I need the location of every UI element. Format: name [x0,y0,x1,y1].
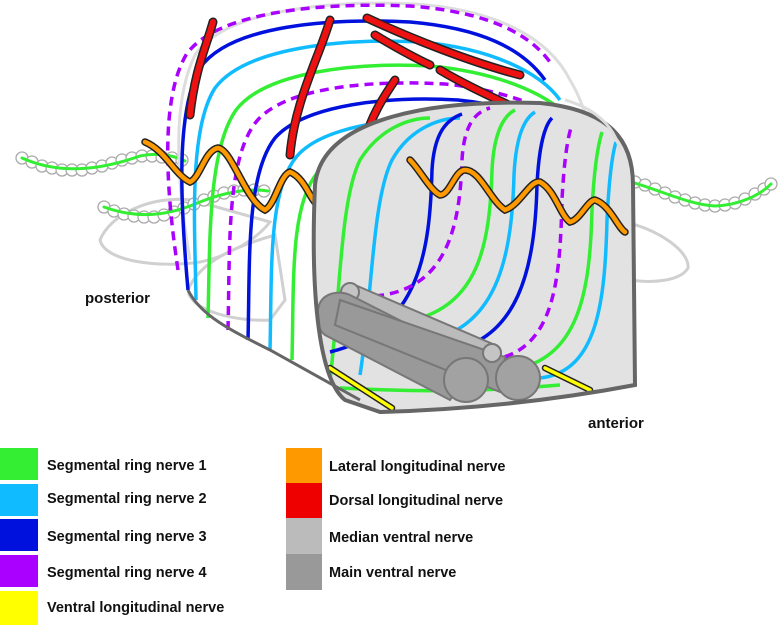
ring-nerve-4-mid [226,81,577,331]
legend-label: Segmental ring nerve 1 [47,458,207,474]
ring-nerve-4-inner-a [374,106,491,298]
body-wall-posterior-outline [177,1,592,261]
legend-swatch [0,555,38,587]
legend-label: Main ventral nerve [329,565,456,581]
ring-nerve-4-inner-b [489,124,574,362]
legend-item-segmental-ring-nerve-2: Segmental ring nerve 2 [0,484,207,516]
legend-swatch [286,483,322,518]
posterior-label: posterior [85,290,150,307]
legend-label: Lateral longitudinal nerve [329,459,505,475]
body-wall-right-outline [564,98,622,151]
ring-nerve-3-outer [180,19,547,291]
legend-swatch [286,518,322,554]
legend-label: Ventral longitudinal nerve [47,600,224,616]
legend-label: Segmental ring nerve 4 [47,565,207,581]
anterior-label: anterior [588,415,644,432]
ring-nerve-3-inner-b [439,116,554,354]
ring-nerve-1-outer [206,63,572,319]
lateral-longitudinal-nerve-anterior [406,156,629,236]
legend-label: Dorsal longitudinal nerve [329,493,503,509]
legend-swatch [0,448,38,480]
ring-nerve-2-outer [192,39,562,301]
ring-nerve-4-outer [166,3,554,271]
body-wall-bottom-outline [186,289,361,402]
legend-item-segmental-ring-nerve-4: Segmental ring nerve 4 [0,555,207,587]
legend-item-segmental-ring-nerve-3: Segmental ring nerve 3 [0,519,207,551]
lateral-longitudinal-nerve-posterior [141,138,322,215]
legend-swatch [0,519,38,551]
legend: Segmental ring nerve 1 Segmental ring ne… [0,448,505,625]
legend-swatch [0,484,38,516]
ring-nerve-1-inner-c [509,131,604,372]
bristle-right [618,173,778,213]
legend-swatch [286,554,322,590]
legend-label: Segmental ring nerve 3 [47,529,207,545]
ventral-nerve-cords [316,282,541,403]
legend-label: Segmental ring nerve 2 [47,491,207,507]
main-ventral-nerve-left-end [443,357,489,403]
ring-nerve-2-inner-c [539,141,618,380]
legend-item-lateral-longitudinal-nerve: Lateral longitudinal nerve [286,448,505,483]
legend-swatch [0,591,38,625]
legend-item-segmental-ring-nerve-1: Segmental ring nerve 1 [0,448,207,480]
legend-swatch [286,448,322,483]
ventral-longitudinal-nerves [326,364,594,412]
legend-item-dorsal-longitudinal-nerve: Dorsal longitudinal nerve [286,483,503,518]
legend-label: Median ventral nerve [329,530,473,546]
main-ventral-nerve-right-end [495,355,541,401]
legend-item-main-ventral-nerve: Main ventral nerve [286,554,456,590]
right-parapodium [623,220,690,283]
legend-item-median-ventral-nerve: Median ventral nerve [286,518,473,554]
legend-item-ventral-longitudinal-nerve: Ventral longitudinal nerve [0,591,224,625]
body-wall-anterior-rim [311,100,638,415]
